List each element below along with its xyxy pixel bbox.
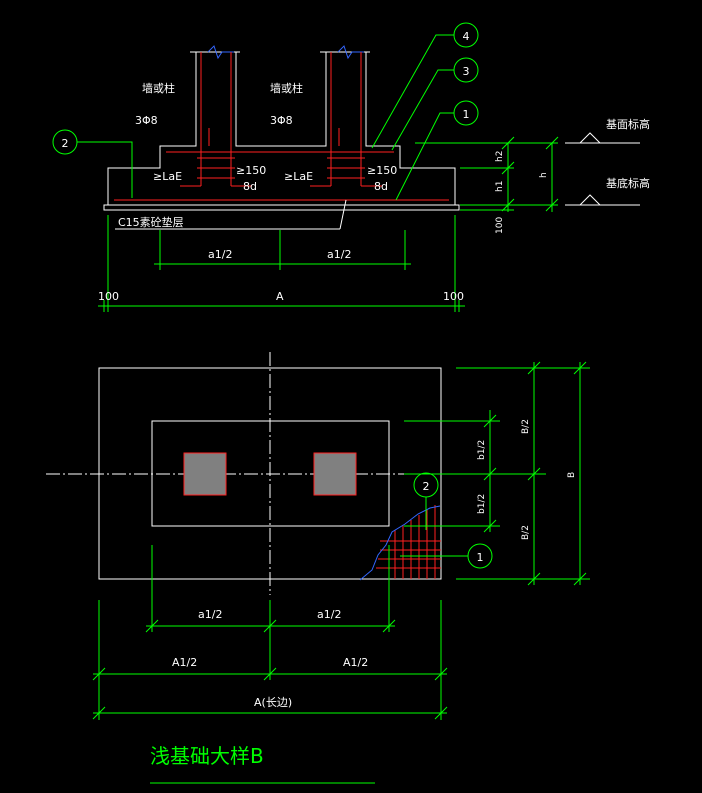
lae-label-left: ≥LaE [153, 170, 182, 183]
section-callout-leaders [77, 34, 454, 201]
section-dim-a1-right: a1/2 [327, 248, 351, 261]
plan-dim-A-right: A1/2 [343, 656, 368, 669]
plan-callout-1: 1 [467, 543, 493, 569]
d8-label-right: 8d [374, 180, 388, 193]
stirrup-label-right: 3Φ8 [270, 114, 293, 127]
plan-dim-B-top: B/2 [521, 419, 531, 434]
plan-callout-2: 2 [413, 472, 439, 498]
plan-dim-A-total: A(长边) [254, 696, 292, 709]
column-label-left: 墙或柱 [142, 81, 175, 95]
ge150-label-left: ≥150 [236, 164, 266, 177]
section-dim-h2: h2 [495, 151, 505, 162]
section-dim-total: A [276, 290, 284, 303]
plan-dimensions [92, 361, 590, 720]
section-callout-2: 2 [52, 129, 78, 155]
svg-text:3: 3 [463, 65, 470, 78]
column-left [183, 452, 227, 496]
svg-text:4: 4 [463, 30, 470, 43]
column-label-right: 墙或柱 [270, 81, 303, 95]
plan-rebar-hatch [376, 505, 441, 579]
plan-dim-A-left: A1/2 [172, 656, 197, 669]
section-callout-3: 3 [453, 57, 479, 83]
section-callout-1: 1 [453, 100, 479, 126]
elevation-marks [565, 132, 640, 206]
plan-break-line [359, 505, 441, 581]
plan-callout-leaders [400, 497, 468, 557]
bottom-elevation-label: 基底标高 [606, 176, 650, 190]
plan-view: a1/2 a1/2 A1/2 A1/2 A(长边) b1/2 b1/2 B/2 … [46, 352, 590, 720]
section-dim-a1-left: a1/2 [208, 248, 232, 261]
section-callout-4: 4 [453, 22, 479, 48]
plan-dim-B-bottom: B/2 [521, 525, 531, 540]
section-dim-h: h [539, 172, 549, 178]
plan-dim-a1-right: a1/2 [317, 608, 341, 621]
plan-pedestal-outline [151, 420, 390, 527]
break-symbols [207, 45, 364, 60]
stirrup-label-left: 3Φ8 [135, 114, 158, 127]
top-elevation-label: 基面标高 [606, 117, 650, 131]
section-outline [103, 51, 460, 211]
section-rebar [114, 52, 449, 201]
column-right [313, 452, 357, 496]
section-dim-offset-left: 100 [98, 290, 119, 303]
section-dim-pad: 100 [495, 217, 505, 234]
ge150-label-right: ≥150 [367, 164, 397, 177]
section-view: 墙或柱 墙或柱 3Φ8 3Φ8 ≥LaE ≥LaE ≥150 ≥150 8d 8… [52, 22, 650, 312]
lae-label-right: ≥LaE [284, 170, 313, 183]
svg-text:1: 1 [477, 551, 484, 564]
drawing-title: 浅基础大样B [150, 744, 264, 768]
cushion-label: C15素砼垫层 [118, 215, 184, 229]
svg-text:1: 1 [463, 108, 470, 121]
plan-dim-b1-top: b1/2 [477, 440, 487, 460]
svg-text:2: 2 [423, 480, 430, 493]
plan-dim-B-total: B [567, 472, 577, 478]
section-dim-h1: h1 [495, 181, 505, 192]
section-dim-offset-right: 100 [443, 290, 464, 303]
svg-text:2: 2 [62, 137, 69, 150]
d8-label-left: 8d [243, 180, 257, 193]
plan-dim-b1-bottom: b1/2 [477, 494, 487, 514]
plan-dim-a1-left: a1/2 [198, 608, 222, 621]
section-dimensions [98, 136, 559, 312]
